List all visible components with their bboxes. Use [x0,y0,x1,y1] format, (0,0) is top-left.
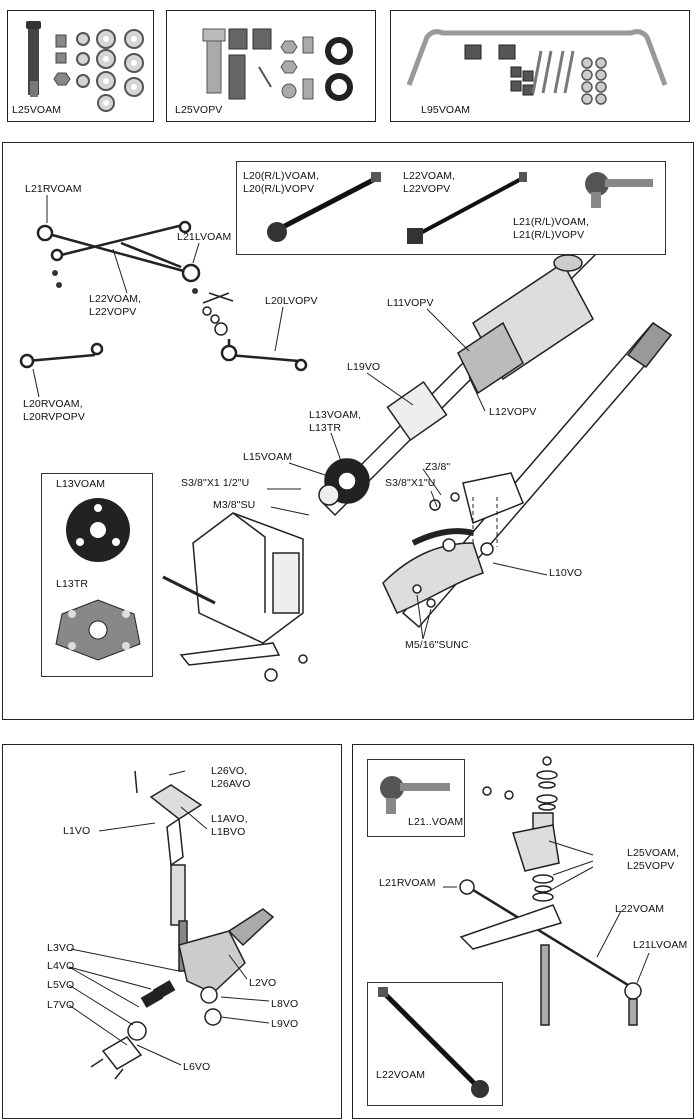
label-l7vo: L7VO [47,999,75,1011]
label-l1vo: L1VO [63,825,91,837]
label-l11vopv: L11VOPV [387,297,434,309]
coupling-inset-illustration [55,498,141,661]
tie-rod-end-inset: L21..VOAM [367,759,465,837]
inset-label-l20: L20(R/L)VOAM, L20(R/L)VOPV [243,170,319,195]
steering-assembly-panel: L20(R/L)VOAM, L20(R/L)VOPV L22VOAM, L22V… [2,142,694,720]
inset-label-l22: L22VOAM, L22VOPV [403,170,456,195]
label-m38su: M3/8"SU [213,499,256,511]
kit-panel-l25vopv: L25VOPV [166,10,376,122]
label-l4vo: L4VO [47,960,75,972]
inset-label-l22voam: L22VOAM [376,1069,426,1081]
label-s38x112u: S3/8"X1 1/2"U [181,477,250,489]
label-l15voam: L15VOAM [243,451,293,463]
label-l12vopv: L12VOPV [489,406,537,418]
label-l21rvoam: L21RVOAM [379,877,436,889]
linkage-panel: L21..VOAM L22VOAM L25VOAM, L25VOPV L21RV… [352,744,694,1119]
label-l22: L22VOAM, L22VOPV [89,293,142,318]
label-l13: L13VOAM, L13TR [309,409,362,434]
coupling-inset: L13VOAM L13TR [41,473,153,677]
tie-rod-l22-inset: L22VOAM [367,982,503,1106]
steering-assembly-illustration [19,195,673,682]
label-l26: L26VO, L26AVO [211,765,251,790]
label-l2vo: L2VO [249,977,277,989]
kit-l25vopv-illustration [202,28,353,101]
label-l3vo: L3VO [47,942,75,954]
gearbox-illustration [68,770,275,1080]
kit-panel-l25voam: L25VOAM [7,10,154,122]
tie-rod-inset-illustration [267,172,653,244]
label-l1a: L1AVO, L1BVO [211,813,248,838]
label-l21lvoam: L21LVOAM [177,231,232,243]
label-l9vo: L9VO [271,1018,299,1030]
kit-l95voam-illustration [406,29,668,105]
label-l8vo: L8VO [271,998,299,1010]
label-l6vo: L6VO [183,1061,211,1073]
label-l10vo: L10VO [549,567,583,579]
tie-rod-l22-illustration [378,987,489,1098]
inset-label-l13tr: L13TR [56,578,89,590]
label-l20rvoam: L20RVOAM, L20RVPOPV [23,398,85,423]
tie-rod-inset: L20(R/L)VOAM, L20(R/L)VOPV L22VOAM, L22V… [236,161,666,255]
label-l25: L25VOAM, L25VOPV [627,847,680,872]
label-l21lvoam: L21LVOAM [633,939,688,951]
label-l19vo: L19VO [347,361,381,373]
label-m516sunc: M5/16"SUNC [405,639,469,651]
inset-label-l21: L21(R/L)VOAM, L21(R/L)VOPV [513,216,589,241]
kit-code-label: L25VOAM [12,104,62,116]
label-l5vo: L5VO [47,979,75,991]
inset-label-l21: L21..VOAM [408,816,464,828]
label-z38: Z3/8" [425,461,451,473]
tie-rod-end-illustration [380,776,450,814]
label-l21rvoam: L21RVOAM [25,183,82,195]
kit-panel-l95voam: L95VOAM [390,10,690,122]
label-l20lvopv: L20LVOPV [265,295,318,307]
kit-l25voam-illustration [26,21,144,112]
linkage-illustration [443,756,650,1026]
gearbox-panel: L26VO, L26AVO L1VO L1AVO, L1BVO L3VO L4V… [2,744,342,1119]
kit-code-label: L95VOAM [421,104,471,116]
inset-label-l13voam: L13VOAM [56,478,106,490]
label-s38x1u: S3/8"X1"U [385,477,436,489]
kit-code-label: L25VOPV [175,104,223,116]
label-l22voam: L22VOAM [615,903,665,915]
